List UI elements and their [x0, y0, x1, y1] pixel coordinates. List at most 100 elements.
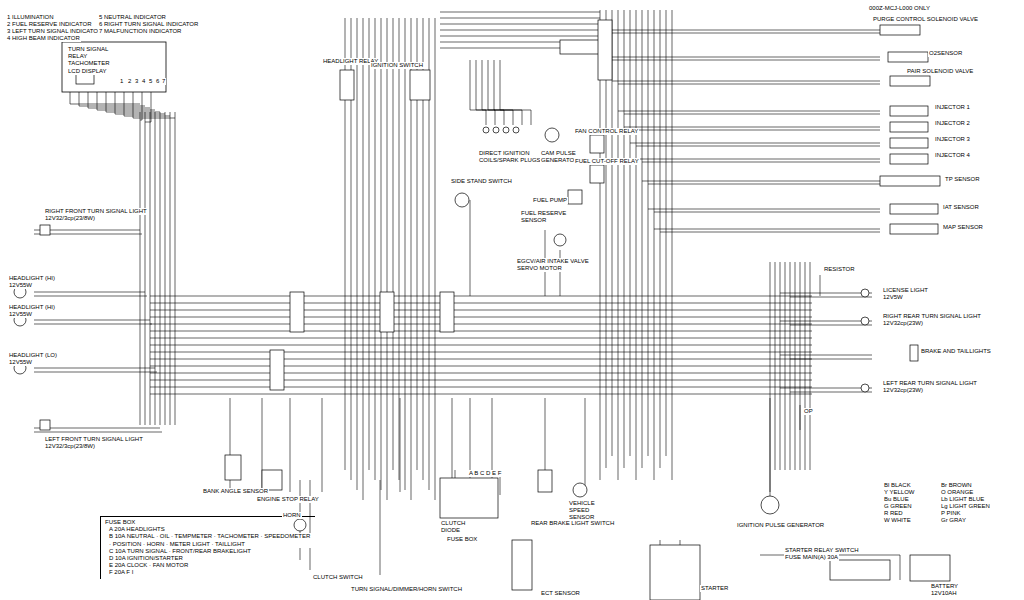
part-label: INJECTOR 4: [934, 152, 971, 159]
panel-text: B 10A NEUTRAL · OIL · TEMPMETER · TACHOM…: [108, 533, 312, 547]
wire: [780, 321, 872, 322]
part-label: DIRECT IGNITION COILS/SPARK PLUGS: [478, 150, 542, 164]
part-label: INJECTOR 2: [934, 120, 971, 127]
wire: [150, 324, 812, 325]
wire: [70, 92, 140, 104]
wire: [115, 92, 165, 114]
part-label: 12V32cp(23W): [882, 320, 924, 327]
part-label: ECT SENSOR: [540, 590, 581, 597]
panel-text: LCD DISPLAY: [67, 68, 108, 75]
part-label: REAR BRAKE LIGHT SWITCH: [530, 520, 615, 527]
connector-symbol: [890, 106, 928, 116]
wire: [642, 181, 880, 182]
connector-symbol: [262, 470, 282, 490]
component-symbol: [861, 289, 869, 297]
wire: [369, 18, 370, 470]
part-label: Bl BLACK: [883, 482, 912, 489]
wire: [322, 398, 323, 492]
wire: [175, 112, 176, 425]
callout-number: 6: [155, 78, 160, 85]
part-label: FUSE BOX: [446, 536, 478, 543]
wire: [500, 60, 531, 125]
wire: [470, 200, 471, 296]
wire: [381, 18, 382, 490]
wire: [600, 10, 601, 480]
wire: [654, 212, 880, 213]
part-label: CLUTCH DIODE: [440, 520, 474, 534]
part-label: 1 ILLUMINATION: [6, 14, 55, 21]
wire: [636, 159, 880, 160]
part-label: IAT SENSOR: [942, 204, 980, 211]
part-label: 5 NEUTRAL INDICATOR: [98, 14, 167, 21]
component-symbol: [554, 234, 566, 246]
part-label: HEADLIGHT (HI): [8, 275, 56, 282]
component-symbol: [493, 127, 499, 133]
color-code: O ORANGE: [940, 489, 974, 496]
part-label: FAN CONTROL RELAY: [574, 128, 639, 135]
connector-symbol: [890, 204, 938, 214]
connector-symbol: [650, 545, 700, 600]
part-label: Bu BLUE: [883, 496, 910, 503]
callout-number: 4: [141, 78, 146, 85]
part-label: FUSE MAIN(A) 30A: [784, 554, 839, 561]
wire: [660, 232, 880, 233]
wire: [140, 112, 141, 425]
wire: [150, 373, 812, 374]
connector-symbol: [890, 122, 928, 132]
component-symbol: [513, 127, 519, 133]
wire: [357, 18, 358, 490]
part-label: 12V55W: [8, 282, 33, 289]
wire: [648, 184, 880, 185]
part-label: INJECTOR 3: [934, 136, 971, 143]
part-label: STARTER: [700, 585, 729, 592]
part-label: BRAKE AND TAILLIGHTS: [920, 348, 992, 355]
wire: [660, 10, 661, 468]
wire: [648, 10, 649, 456]
part-label: 12V32/3cp(23/8W): [44, 443, 96, 450]
component-symbol: [861, 384, 869, 392]
part-label: A B C D E F: [468, 470, 502, 477]
part-label: 12V55W: [8, 311, 33, 318]
connector-symbol: [270, 350, 284, 390]
color-code: W WHITE: [883, 517, 912, 524]
part-label: BATTERY: [930, 583, 959, 590]
wire: [150, 296, 812, 297]
connector-symbol: [410, 70, 430, 100]
connector-symbol: [40, 225, 50, 235]
connector-symbol: [888, 52, 928, 62]
wire: [133, 92, 175, 118]
connector-symbol: [340, 70, 354, 100]
part-label: 2 FUEL RESERVE INDICATOR: [6, 21, 92, 28]
connector-symbol: [880, 25, 920, 35]
part-label: INJECTOR 1: [934, 104, 971, 111]
wire: [440, 12, 600, 13]
part-label: 12V55W: [8, 359, 33, 366]
panel-text: A 20A HEADLIGHTS: [108, 526, 166, 533]
part-label: EGCV/AIR INTAKE VALVE SERVO MOTOR: [516, 258, 598, 272]
wire: [612, 81, 880, 82]
panel-text: D 10A IGNITION/STARTER: [108, 555, 184, 562]
wire: [160, 112, 161, 425]
part-label: 3 LEFT TURN SIGNAL INDICATOR: [6, 28, 103, 35]
wire: [79, 92, 145, 106]
part-label: LEFT FRONT TURN SIGNAL LIGHT: [44, 436, 144, 443]
wire: [585, 398, 586, 492]
wire: [399, 18, 400, 480]
wire: [440, 18, 600, 19]
part-label: SIDE STAND SWITCH: [450, 178, 513, 185]
wire: [666, 10, 667, 456]
callout-number: 3: [134, 78, 139, 85]
wire: [387, 18, 388, 500]
wire: [400, 398, 401, 492]
wire: [820, 275, 821, 296]
wire: [150, 352, 812, 353]
connector-symbol: [890, 154, 928, 164]
wire: [34, 292, 145, 293]
wire: [150, 112, 151, 425]
wire: [648, 209, 880, 210]
panel-text: TACHOMETER: [67, 60, 111, 67]
component-symbol: [503, 127, 509, 133]
wire: [630, 143, 880, 144]
part-label: RIGHT FRONT TURN SIGNAL LIGHT: [44, 208, 148, 215]
